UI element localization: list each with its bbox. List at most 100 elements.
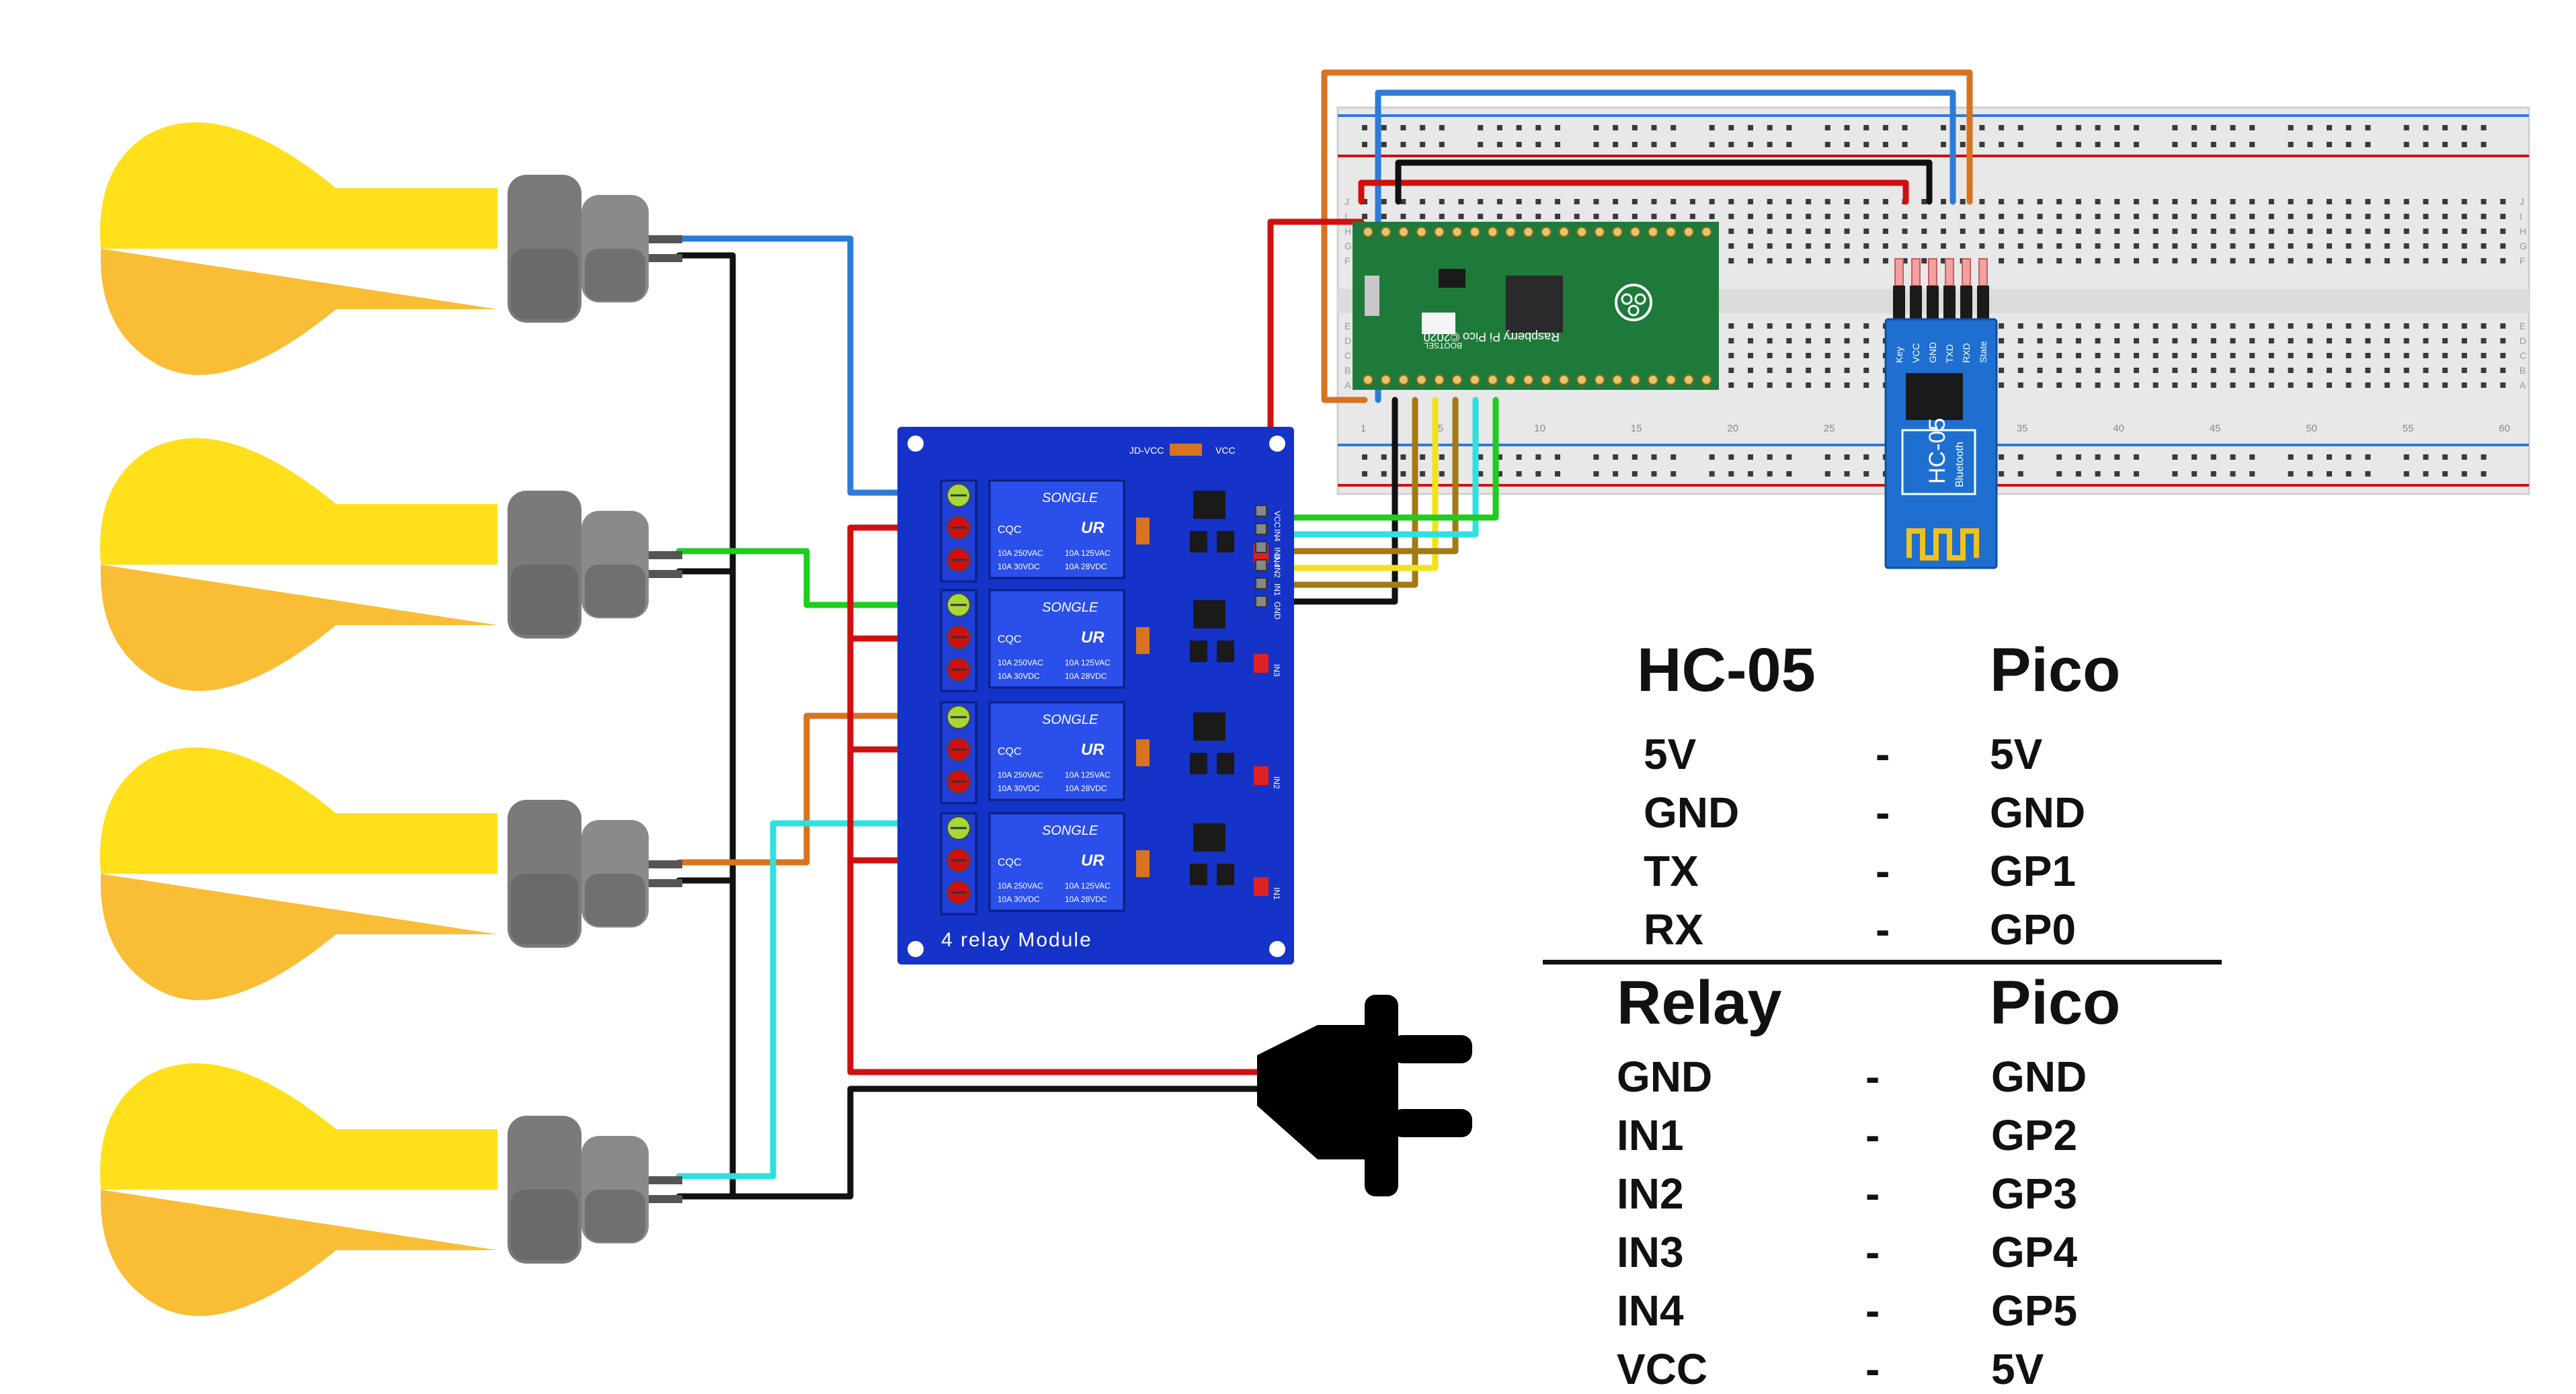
rail-hole bbox=[1863, 454, 1869, 460]
wire-black-lamp4 bbox=[676, 1085, 1146, 1200]
breadboard-hole bbox=[1709, 214, 1715, 219]
breadboard-hole bbox=[2056, 338, 2062, 343]
row-letter: G bbox=[2520, 241, 2527, 251]
breadboard-hole bbox=[1748, 368, 1753, 373]
breadboard-hole bbox=[2230, 382, 2236, 388]
breadboard-hole bbox=[1748, 214, 1753, 219]
breadboard-hole bbox=[2500, 368, 2506, 373]
rail-hole bbox=[1941, 125, 1946, 130]
breadboard-hole bbox=[2095, 229, 2101, 234]
pico-pad bbox=[1434, 374, 1445, 385]
breadboard-hole bbox=[2345, 229, 2351, 234]
bulb-glass-top bbox=[99, 438, 497, 565]
hc05-pin bbox=[1928, 258, 1937, 286]
breadboard-hole bbox=[1748, 199, 1753, 204]
rail-hole bbox=[2114, 125, 2120, 130]
breadboard-hole bbox=[1941, 243, 1946, 249]
bulb-terminal bbox=[649, 1176, 682, 1184]
breadboard-hole bbox=[2403, 214, 2409, 219]
rail-hole bbox=[2307, 125, 2313, 130]
breadboard-hole bbox=[2500, 243, 2506, 249]
breadboard-hole bbox=[2075, 382, 2081, 388]
breadboard-hole bbox=[2017, 353, 2023, 358]
rail-hole bbox=[2345, 125, 2351, 130]
breadboard-hole bbox=[2249, 382, 2255, 388]
diode bbox=[1217, 753, 1234, 774]
breadboard-hole bbox=[1863, 199, 1869, 204]
breadboard-hole bbox=[2365, 338, 2371, 343]
breadboard-hole bbox=[1535, 214, 1541, 219]
rail-hole bbox=[1632, 142, 1638, 147]
rail-hole bbox=[1999, 125, 2005, 130]
breadboard-hole bbox=[2481, 243, 2487, 249]
breadboard-hole bbox=[2095, 258, 2101, 263]
rail-hole bbox=[2172, 471, 2178, 477]
breadboard-hole bbox=[2288, 368, 2294, 373]
bulb-cap-shade bbox=[585, 249, 645, 301]
bulb-terminal bbox=[649, 570, 682, 578]
rail-hole bbox=[1381, 454, 1387, 460]
breadboard-hole bbox=[2384, 229, 2390, 234]
breadboard-hole bbox=[2191, 199, 2198, 204]
pico-pad bbox=[1416, 374, 1427, 385]
pico-pad bbox=[1380, 374, 1392, 385]
breadboard-hole bbox=[2230, 353, 2236, 358]
breadboard-hole bbox=[2327, 243, 2332, 249]
breadboard-hole bbox=[2442, 214, 2448, 219]
breadboard-hole bbox=[1921, 214, 1927, 219]
relay-brand: SONGLE bbox=[1042, 600, 1098, 615]
rail-hole bbox=[1671, 454, 1677, 460]
rail-hole bbox=[1478, 142, 1484, 147]
rail-hole bbox=[1400, 142, 1406, 147]
rail-hole bbox=[1748, 454, 1753, 460]
breadboard-hole bbox=[1400, 214, 1406, 219]
rail-hole bbox=[2307, 454, 2313, 460]
breadboard-hole bbox=[2152, 368, 2159, 373]
breadboard-hole bbox=[2230, 258, 2236, 263]
pico-pad bbox=[1558, 374, 1570, 385]
column-number: 55 bbox=[2403, 423, 2414, 434]
rail-hole bbox=[2403, 471, 2409, 477]
breadboard-hole bbox=[2191, 214, 2198, 219]
pico-pad bbox=[1612, 374, 1623, 385]
breadboard-hole bbox=[2095, 243, 2101, 249]
breadboard-hole bbox=[2423, 323, 2429, 329]
breadboard-hole bbox=[2152, 338, 2159, 343]
breadboard-hole bbox=[1767, 214, 1773, 219]
breadboard-hole bbox=[1999, 258, 2005, 263]
pico-pad bbox=[1487, 227, 1498, 237]
rating-line: 10A 125VAC bbox=[1065, 658, 1111, 667]
breadboard-hole bbox=[1786, 338, 1792, 343]
rail-hole bbox=[1420, 125, 1426, 130]
breadboard-hole bbox=[1362, 199, 1367, 204]
rail-hole bbox=[2365, 454, 2371, 460]
rail-hole bbox=[2249, 471, 2255, 477]
breadboard-hole bbox=[1689, 199, 1695, 204]
pico-pad bbox=[1523, 227, 1534, 237]
rating-line: 10A 125VAC bbox=[1065, 770, 1111, 780]
header-pin-label: IN3 bbox=[1273, 547, 1282, 560]
breadboard-hole bbox=[2230, 229, 2236, 234]
bulb-cap-shade bbox=[585, 874, 645, 926]
breadboard-hole bbox=[2481, 229, 2487, 234]
rail-hole bbox=[2442, 142, 2448, 147]
bulb-cap-shade bbox=[585, 565, 645, 617]
rail-hole bbox=[1632, 471, 1638, 477]
rail-hole bbox=[1767, 125, 1773, 130]
breadboard-hole bbox=[1902, 258, 1908, 263]
breadboard-hole bbox=[2191, 338, 2198, 343]
diode bbox=[1217, 641, 1234, 662]
rail-hole bbox=[1651, 471, 1657, 477]
relay-brand: SONGLE bbox=[1042, 491, 1098, 505]
breadboard-hole bbox=[1806, 368, 1812, 373]
hc05-pin-label: Key bbox=[1894, 347, 1904, 363]
breadboard-hole bbox=[1535, 199, 1541, 204]
rail-hole bbox=[2442, 125, 2448, 130]
breadboard-hole bbox=[1824, 382, 1830, 388]
rail-hole bbox=[2365, 125, 2371, 130]
breadboard-hole bbox=[1574, 214, 1580, 219]
breadboard-hole bbox=[1458, 199, 1464, 204]
breadboard-hole bbox=[2327, 338, 2332, 343]
